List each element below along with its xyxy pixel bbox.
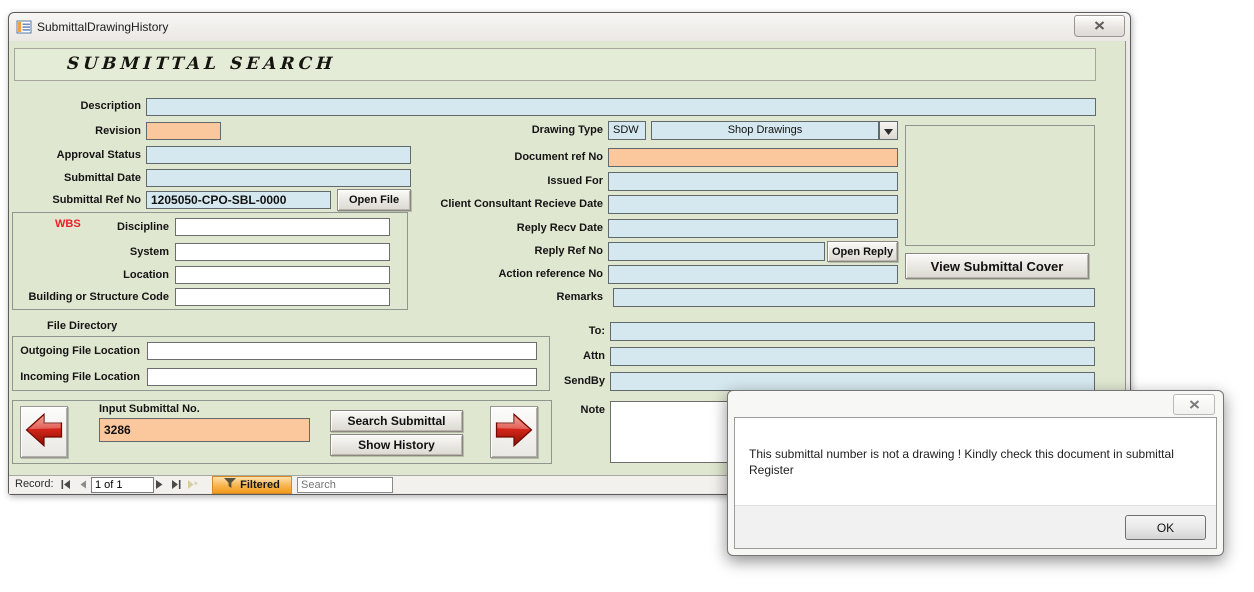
description-label: Description <box>80 100 141 112</box>
open-reply-button[interactable]: Open Reply <box>827 241 898 262</box>
incoming-label: Incoming File Location <box>20 371 140 383</box>
client-consultant-label: Client Consultant Recieve Date <box>440 198 603 210</box>
dialog-close-button[interactable] <box>1173 394 1215 415</box>
remarks-input[interactable] <box>613 288 1095 307</box>
filter-funnel-icon <box>224 478 237 492</box>
dialog-footer: OK <box>735 505 1216 548</box>
submittal-ref-input[interactable] <box>146 191 331 209</box>
building-input[interactable] <box>175 288 390 306</box>
filtered-button[interactable]: Filtered <box>212 476 292 494</box>
red-arrow-right-icon <box>493 409 535 456</box>
reply-recv-input[interactable] <box>608 219 898 238</box>
record-position-box[interactable] <box>91 477 154 493</box>
approval-status-label: Approval Status <box>56 149 141 161</box>
record-label: Record: <box>15 478 54 490</box>
red-arrow-left-icon <box>23 409 65 456</box>
close-icon <box>1189 396 1200 414</box>
building-label: Building or Structure Code <box>28 291 169 303</box>
search-submittal-button[interactable]: Search Submittal <box>330 410 463 432</box>
picture-box <box>905 125 1095 246</box>
first-record-button[interactable] <box>57 477 74 492</box>
file-directory-title: File Directory <box>47 320 118 332</box>
svg-text:*: * <box>194 480 198 489</box>
show-history-button[interactable]: Show History <box>330 434 463 456</box>
attn-label: Attn <box>583 350 605 362</box>
action-ref-label: Action reference No <box>498 268 603 280</box>
issued-for-input[interactable] <box>608 172 898 191</box>
drawing-type-code[interactable]: SDW <box>608 121 646 140</box>
outgoing-label: Outgoing File Location <box>20 345 140 357</box>
description-input[interactable] <box>146 98 1096 116</box>
attn-input[interactable] <box>610 347 1095 366</box>
approval-status-input[interactable] <box>146 146 411 164</box>
previous-record-button[interactable] <box>20 406 68 458</box>
close-icon <box>1094 17 1105 35</box>
record-search-input[interactable] <box>297 477 393 493</box>
form-header: SUBMITTAL SEARCH <box>14 48 1096 81</box>
input-submittal-label: Input Submittal No. <box>99 403 200 415</box>
window-close-button[interactable] <box>1074 15 1125 37</box>
discipline-label: Discipline <box>117 221 169 233</box>
submittal-date-label: Submittal Date <box>63 172 141 184</box>
document-ref-label: Document ref No <box>514 151 603 163</box>
location-label: Location <box>123 269 169 281</box>
action-ref-input[interactable] <box>608 265 898 284</box>
client-consultant-input[interactable] <box>608 195 898 214</box>
issued-for-label: Issued For <box>547 175 603 187</box>
view-submittal-cover-button[interactable]: View Submittal Cover <box>905 253 1089 279</box>
open-file-button[interactable]: Open File <box>337 189 411 211</box>
system-label: System <box>129 246 169 258</box>
submittal-date-input[interactable] <box>146 169 411 187</box>
new-record-button[interactable]: * <box>185 477 202 492</box>
drawing-type-label: Drawing Type <box>531 124 603 136</box>
note-label: Note <box>580 404 605 416</box>
message-dialog: This submittal number is not a drawing !… <box>727 390 1224 556</box>
wbs-groupbox <box>12 212 408 310</box>
next-record-nav-button[interactable] <box>150 477 167 492</box>
submittal-ref-label: Submittal Ref No <box>52 194 141 206</box>
ok-button[interactable]: OK <box>1125 515 1206 540</box>
chevron-down-icon <box>884 122 893 140</box>
search-panel-groupbox <box>12 400 552 464</box>
outgoing-input[interactable] <box>147 342 537 360</box>
document-ref-input[interactable] <box>608 148 898 167</box>
revision-input[interactable] <box>146 122 221 140</box>
previous-record-nav-button[interactable] <box>74 477 91 492</box>
sendby-input[interactable] <box>610 372 1095 391</box>
revision-label: Revision <box>95 125 141 137</box>
incoming-input[interactable] <box>147 368 537 386</box>
discipline-input[interactable] <box>175 218 390 236</box>
drawing-type-dropdown-button[interactable] <box>879 121 898 140</box>
drawing-type-combo[interactable]: Shop Drawings <box>651 121 879 140</box>
wbs-title: WBS <box>55 218 81 230</box>
reply-ref-label: Reply Ref No <box>534 245 603 257</box>
dialog-content: This submittal number is not a drawing !… <box>734 417 1217 549</box>
input-submittal-number[interactable] <box>99 418 310 442</box>
access-form-icon <box>16 19 32 35</box>
dialog-message: This submittal number is not a drawing !… <box>749 447 1174 477</box>
sendby-label: SendBy <box>564 375 605 387</box>
reply-ref-input[interactable] <box>608 242 825 261</box>
form-title: SUBMITTAL SEARCH <box>66 54 337 74</box>
to-input[interactable] <box>610 322 1095 341</box>
last-record-button[interactable] <box>167 477 184 492</box>
file-directory-groupbox <box>12 336 550 391</box>
next-record-button[interactable] <box>490 406 538 458</box>
system-input[interactable] <box>175 243 390 261</box>
window-titlebar[interactable]: SubmittalDrawingHistory <box>9 13 1130 42</box>
filtered-label: Filtered <box>240 479 280 491</box>
window-title: SubmittalDrawingHistory <box>37 20 169 34</box>
location-input[interactable] <box>175 266 390 284</box>
to-label: To: <box>588 325 605 337</box>
remarks-label: Remarks <box>556 291 603 303</box>
reply-recv-label: Reply Recv Date <box>516 222 603 234</box>
